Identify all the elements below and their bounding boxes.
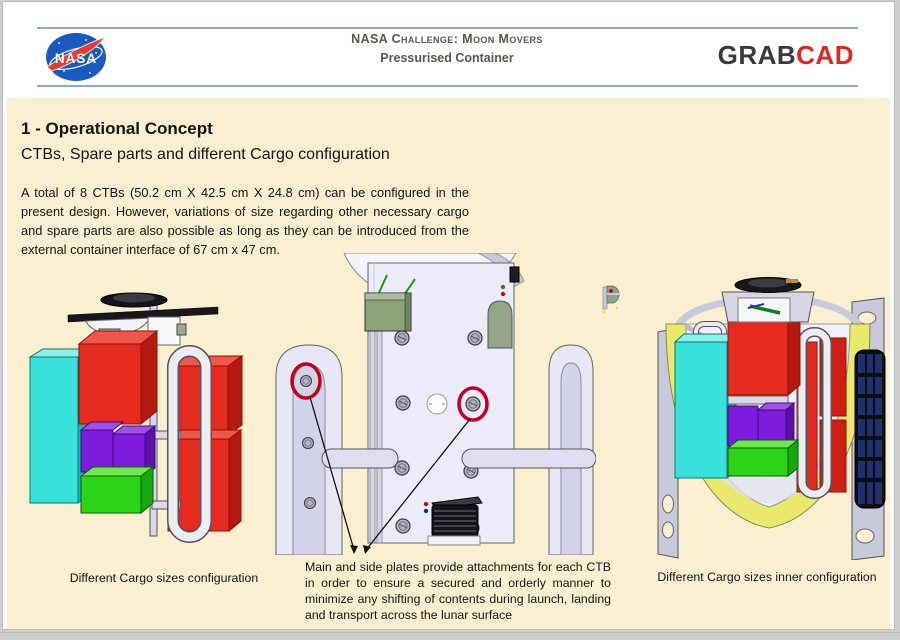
electronics-box [364,274,416,332]
ctb-cyan-box-inner [673,332,738,480]
left-side-plate [275,344,343,555]
annotation-line-left [309,396,355,551]
caption-cargo-sizes-inner-configuration: Different Cargo sizes inner configuratio… [657,570,877,584]
connector-component [427,496,483,546]
carry-handle [167,345,212,543]
nasa-logo-text: NASA [55,51,97,66]
figure-plates-attachment-detail [275,253,596,555]
caption-plates-attachment: Main and side plates provide attachments… [305,560,611,622]
header-subtitle: Pressurised Container [380,51,514,65]
figure-cargo-sizes-inner-configuration [657,277,886,560]
ctb-green-box [79,466,155,515]
highlight-circle-right [457,386,489,422]
header [37,27,858,87]
grabcad-logo-grab: GRAB [717,40,797,70]
orbit-view-icon [602,285,620,314]
figure-cargo-sizes-configuration [28,292,244,543]
grabcad-logo-cad: CAD [796,40,854,70]
ctb-purple-boxes [79,421,157,478]
ctb-red-box [77,329,159,426]
section-subtitle: CTBs, Spare parts and different Cargo co… [21,146,390,163]
nasa-logo-icon: NASA [46,33,107,81]
ctb-green-box-inner [726,438,800,478]
ctb-red-box-inner [726,310,802,397]
header-title-block: NASA Challenge: Moon Movers Pressurised … [250,31,644,69]
highlight-circle-left [290,362,322,400]
annotation-line-right [365,418,471,551]
header-challenge-title: NASA Challenge: Moon Movers [351,32,543,46]
viewer-bottom-strip [0,632,900,640]
intro-paragraph: A total of 8 CTBs (50.2 cm X 42.5 cm X 2… [21,185,469,257]
radiator-louver-panel [854,349,886,509]
grabcad-logo: GRABCAD [718,40,854,70]
section-title: 1 - Operational Concept [21,119,213,138]
caption-cargo-sizes-configuration: Different Cargo sizes configuration [69,571,259,585]
